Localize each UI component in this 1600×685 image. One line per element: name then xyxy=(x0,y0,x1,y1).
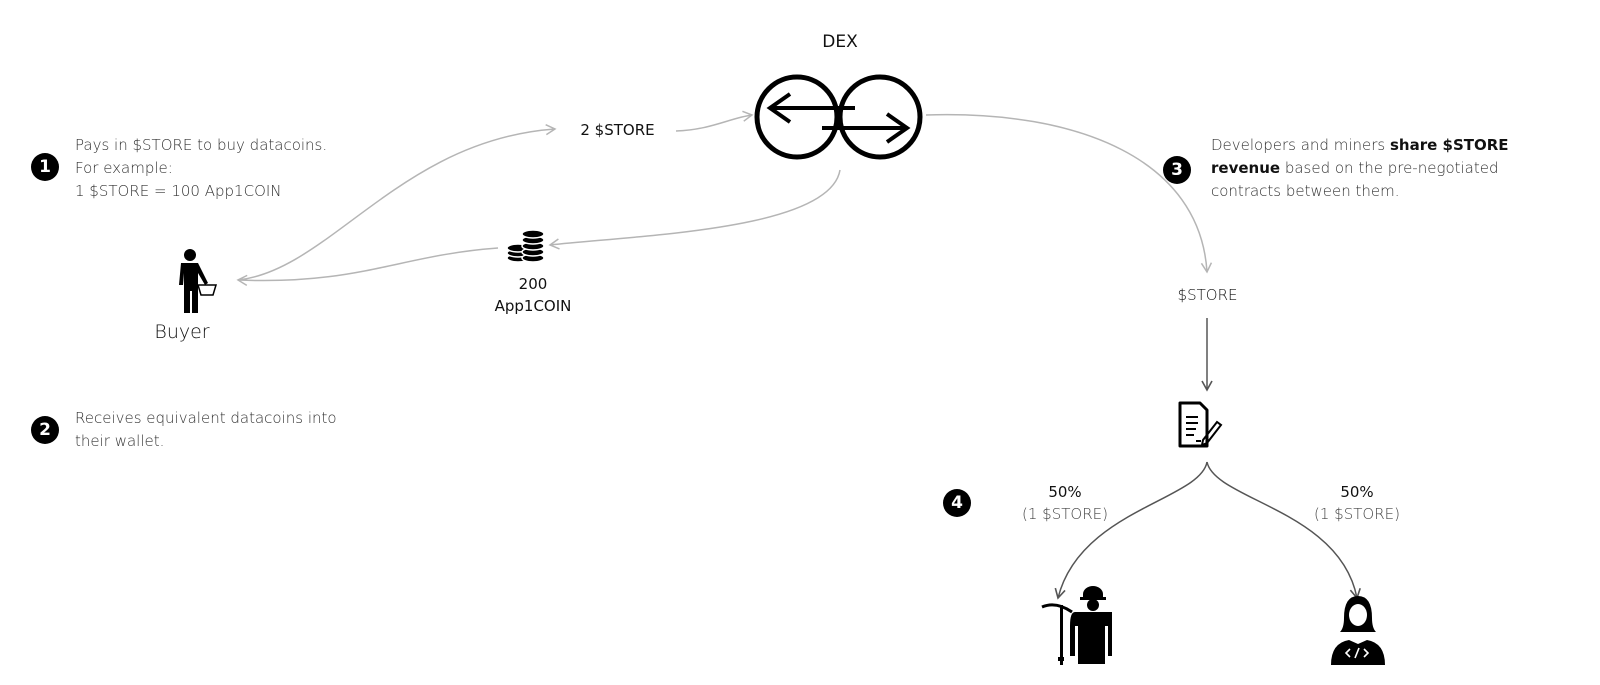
buyer-icon xyxy=(179,249,218,313)
miner-icon xyxy=(1041,586,1112,665)
step-2-line: their wallet. xyxy=(75,432,165,450)
step-3-prefix: Developers and miners xyxy=(1211,136,1390,154)
step-1-text: Pays in $STORE to buy datacoins. For exa… xyxy=(75,134,435,203)
step-2-badge: 2 xyxy=(31,416,59,444)
coins-name: App1COIN xyxy=(494,297,572,315)
step-1-line: For example: xyxy=(75,159,173,177)
arrow-payment-to-dex xyxy=(675,110,754,132)
coins-icon xyxy=(506,229,545,263)
step-4-badge: 4 xyxy=(943,489,971,517)
step-3-text: Developers and miners share $STORE reven… xyxy=(1211,134,1571,203)
developer-icon xyxy=(1331,596,1385,665)
miner-percent: 50% xyxy=(1048,483,1082,501)
buyer-label: Buyer xyxy=(154,321,210,343)
developer-percent: 50% xyxy=(1340,483,1374,501)
arrow-coins-to-buyer xyxy=(236,247,499,287)
coins-amount: 200 xyxy=(518,275,548,293)
miner-amount: (1 $STORE) xyxy=(1022,505,1108,523)
store-label: $STORE xyxy=(1177,286,1238,304)
arrow-contract-to-developer xyxy=(1206,461,1361,600)
step-1-line: Pays in $STORE to buy datacoins. xyxy=(75,136,328,154)
step-2-line: Receives equivalent datacoins into xyxy=(75,409,337,427)
step-1-badge: 1 xyxy=(31,153,59,181)
payment-label: 2 $STORE xyxy=(580,121,655,139)
dex-label: DEX xyxy=(822,32,858,52)
arrow-contract-to-miner xyxy=(1054,461,1208,600)
step-1-line: 1 $STORE = 100 App1COIN xyxy=(75,182,282,200)
step-3-badge: 3 xyxy=(1163,156,1191,184)
exchange-icon xyxy=(754,74,923,160)
arrow-dex-to-coins xyxy=(548,169,841,250)
step-2-text: Receives equivalent datacoins into their… xyxy=(75,407,435,453)
step-3-bold: share $STORE revenue xyxy=(1211,136,1509,177)
step-3-suffix: based on the pre-negotiated contracts be… xyxy=(1211,159,1499,200)
developer-amount: (1 $STORE) xyxy=(1314,505,1400,523)
contract-icon xyxy=(1178,401,1223,448)
arrow-buyer-to-payment xyxy=(237,123,557,281)
arrow-dex-to-store xyxy=(925,113,1213,274)
